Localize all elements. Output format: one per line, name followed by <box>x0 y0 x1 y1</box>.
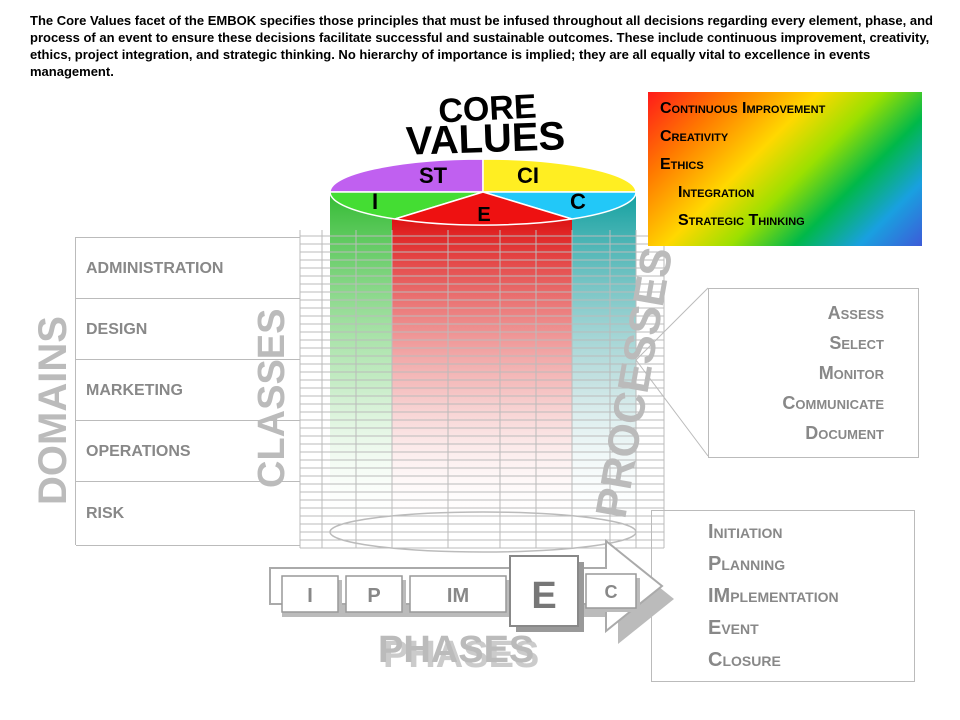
domain-row-marketing: MARKETING <box>76 359 300 421</box>
pie-slice-ethics <box>394 191 573 226</box>
cylinder-body <box>330 192 636 530</box>
pie-slice-strategic-thinking <box>329 158 484 193</box>
legend-item-creativity: Creativity <box>660 128 729 145</box>
segment-label-c: C <box>570 189 586 214</box>
core-values-title-line1: CORE <box>437 87 537 130</box>
domain-label: DESIGN <box>86 320 148 338</box>
phase-box-i: I <box>307 585 313 607</box>
phase-event: Event <box>708 617 759 639</box>
phase-box-im: IM <box>447 585 469 607</box>
domain-row-operations: OPERATIONS <box>76 420 300 482</box>
segment-label-i: I <box>372 189 378 214</box>
process-assess: Assess <box>827 303 884 323</box>
phase-planning: Planning <box>708 553 786 575</box>
segment-label-ci: CI <box>517 163 539 188</box>
pie-slice-creativity <box>482 191 637 220</box>
legend-item-strategic-thinking: Strategic Thinking <box>678 212 805 229</box>
process-monitor: Monitor <box>818 363 884 383</box>
pie-slice-continuous-improvement <box>482 158 637 193</box>
process-communicate: Communicate <box>782 393 884 413</box>
phase-box-p: P <box>367 585 380 607</box>
phase-boxes <box>281 555 640 632</box>
segment-label-st: ST <box>419 163 448 188</box>
process-select: Select <box>829 333 884 353</box>
domain-row-design: DESIGN <box>76 298 300 360</box>
domain-row-risk: RISK <box>76 481 300 546</box>
phase-implementation: IMplementation <box>708 585 839 607</box>
process-connectors <box>635 287 709 457</box>
segment-label-e: E <box>477 204 490 226</box>
phase-closure: Closure <box>708 649 781 671</box>
legend-item-integration: Integration <box>678 184 755 201</box>
process-document: Document <box>805 423 884 443</box>
domains-label: DOMAINS <box>31 316 75 505</box>
intro-paragraph: The Core Values facet of the EMBOK speci… <box>30 13 933 79</box>
domain-row-administration: ADMINISTRATION <box>76 237 300 299</box>
cylinder-base <box>329 511 637 553</box>
core-values-legend: Continuous Improvement Creativity Ethics… <box>648 92 922 246</box>
domain-label: ADMINISTRATION <box>86 259 224 277</box>
core-values-title-line2: VALUES <box>405 114 566 164</box>
domain-label: OPERATIONS <box>86 442 191 460</box>
processes-panel: Assess Select Monitor Communicate Docume… <box>708 288 919 458</box>
phase-box-e: E <box>531 575 556 617</box>
phases-label-shadow: PHASES <box>383 634 539 676</box>
core-values-pie <box>329 158 637 226</box>
legend-item-continuous-improvement: Continuous Improvement <box>660 100 826 117</box>
phases-panel: Initiation Planning IMplementation Event… <box>651 510 915 682</box>
phases-label: PHASES <box>378 629 534 671</box>
cylinder-grid <box>299 230 665 549</box>
domains-border <box>75 237 76 545</box>
legend-item-ethics: Ethics <box>660 156 704 173</box>
pie-slice-integration <box>329 191 484 220</box>
domain-label: RISK <box>86 504 125 522</box>
phase-box-c: C <box>605 582 618 602</box>
domain-label: MARKETING <box>86 381 183 399</box>
classes-label: CLASSES <box>251 309 293 488</box>
phase-initiation: Initiation <box>708 521 783 543</box>
